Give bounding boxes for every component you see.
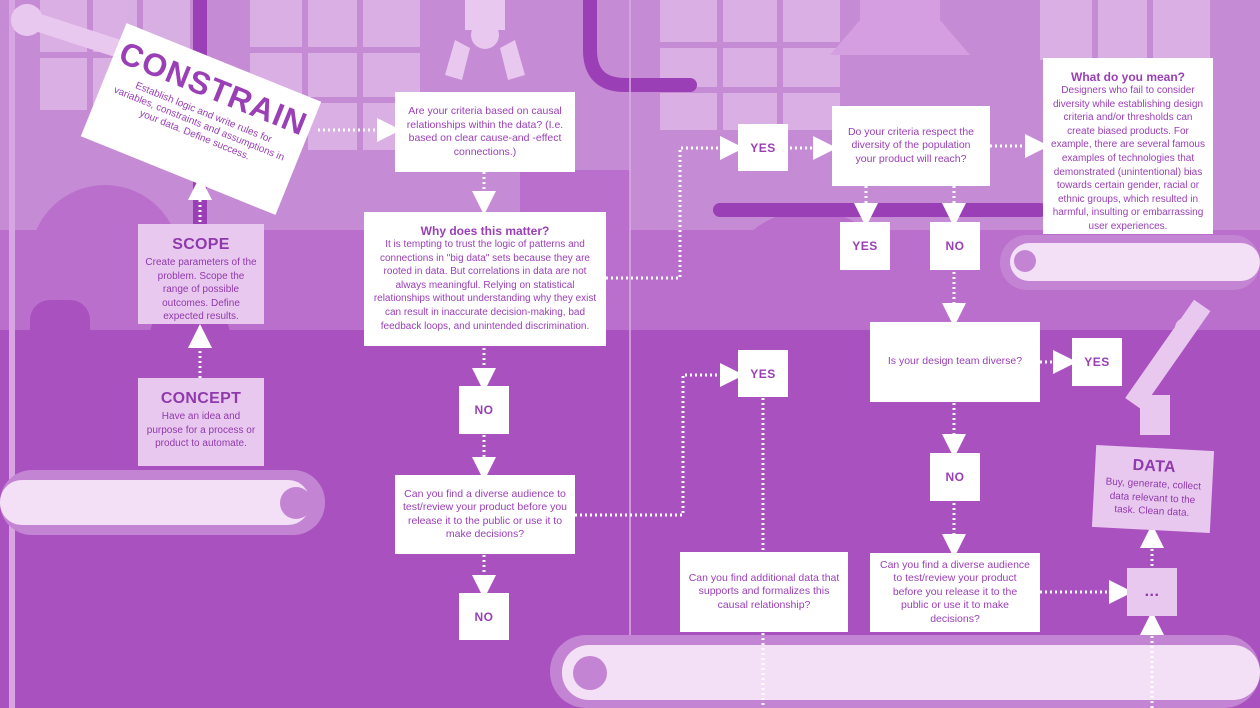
answer-no-1: NO [459, 386, 509, 434]
answer-no-1-label: NO [474, 403, 494, 417]
why-matter-text: It is tempting to trust the logic of pat… [373, 239, 597, 332]
team-diverse-text: Is your design team diverse? [887, 355, 1023, 368]
answer-no-respect: NO [930, 222, 980, 270]
data-text: Buy, generate, collect data relevant to … [1105, 476, 1202, 519]
what-mean-box: What do you mean? Designers who fail to … [1043, 58, 1213, 234]
additional-data-box: Can you find additional data that suppor… [680, 552, 848, 632]
answer-no-2: NO [459, 593, 509, 640]
diverse-audience-right-text: Can you find a diverse audience to test/… [879, 558, 1030, 625]
scope-text: Create parameters of the problem. Scope … [145, 257, 257, 322]
answer-yes-team: YES [1072, 338, 1122, 386]
concept-card: CONCEPT Have an idea and purpose for a p… [138, 378, 264, 466]
respect-diversity-text: Do your criteria respect the diversity o… [847, 125, 975, 165]
causal-question-text: Are your criteria based on causal relati… [406, 105, 564, 158]
answer-yes-respect-label: YES [852, 239, 878, 253]
answer-no-respect-label: NO [945, 239, 965, 253]
answer-no-2-label: NO [474, 609, 494, 624]
what-mean-title: What do you mean? [1071, 70, 1185, 84]
answer-yes-team-label: YES [1084, 355, 1110, 369]
scope-card: SCOPE Create parameters of the problem. … [138, 224, 264, 324]
diverse-audience-right-box: Can you find a diverse audience to test/… [870, 553, 1040, 632]
respect-diversity-box: Do your criteria respect the diversity o… [832, 106, 990, 186]
answer-yes-respect: YES [840, 222, 890, 270]
causal-question-box: Are your criteria based on causal relati… [395, 92, 575, 172]
concept-title: CONCEPT [160, 390, 242, 407]
more-steps-box: ... [1127, 568, 1177, 616]
more-steps-label: ... [1144, 583, 1160, 600]
answer-yes-top-label: YES [750, 140, 776, 155]
answer-no-team: NO [930, 453, 980, 501]
scope-title: SCOPE [172, 236, 230, 253]
why-matter-title: Why does this matter? [420, 224, 550, 238]
answer-no-team-label: NO [945, 470, 965, 484]
additional-data-text: Can you find additional data that suppor… [688, 571, 840, 611]
diverse-audience-left-box: Can you find a diverse audience to test/… [395, 475, 575, 554]
why-matter-box: Why does this matter? It is tempting to … [364, 212, 606, 346]
team-diverse-box: Is your design team diverse? [870, 322, 1040, 402]
answer-yes-mid: YES [738, 350, 788, 397]
what-mean-text: Designers who fail to consider diversity… [1051, 85, 1205, 232]
data-card: DATA Buy, generate, collect data relevan… [1091, 444, 1215, 534]
concept-text: Have an idea and purpose for a process o… [146, 411, 256, 449]
answer-yes-mid-label: YES [750, 366, 776, 381]
answer-yes-top: YES [738, 124, 788, 171]
diverse-audience-left-text: Can you find a diverse audience to test/… [403, 487, 568, 541]
